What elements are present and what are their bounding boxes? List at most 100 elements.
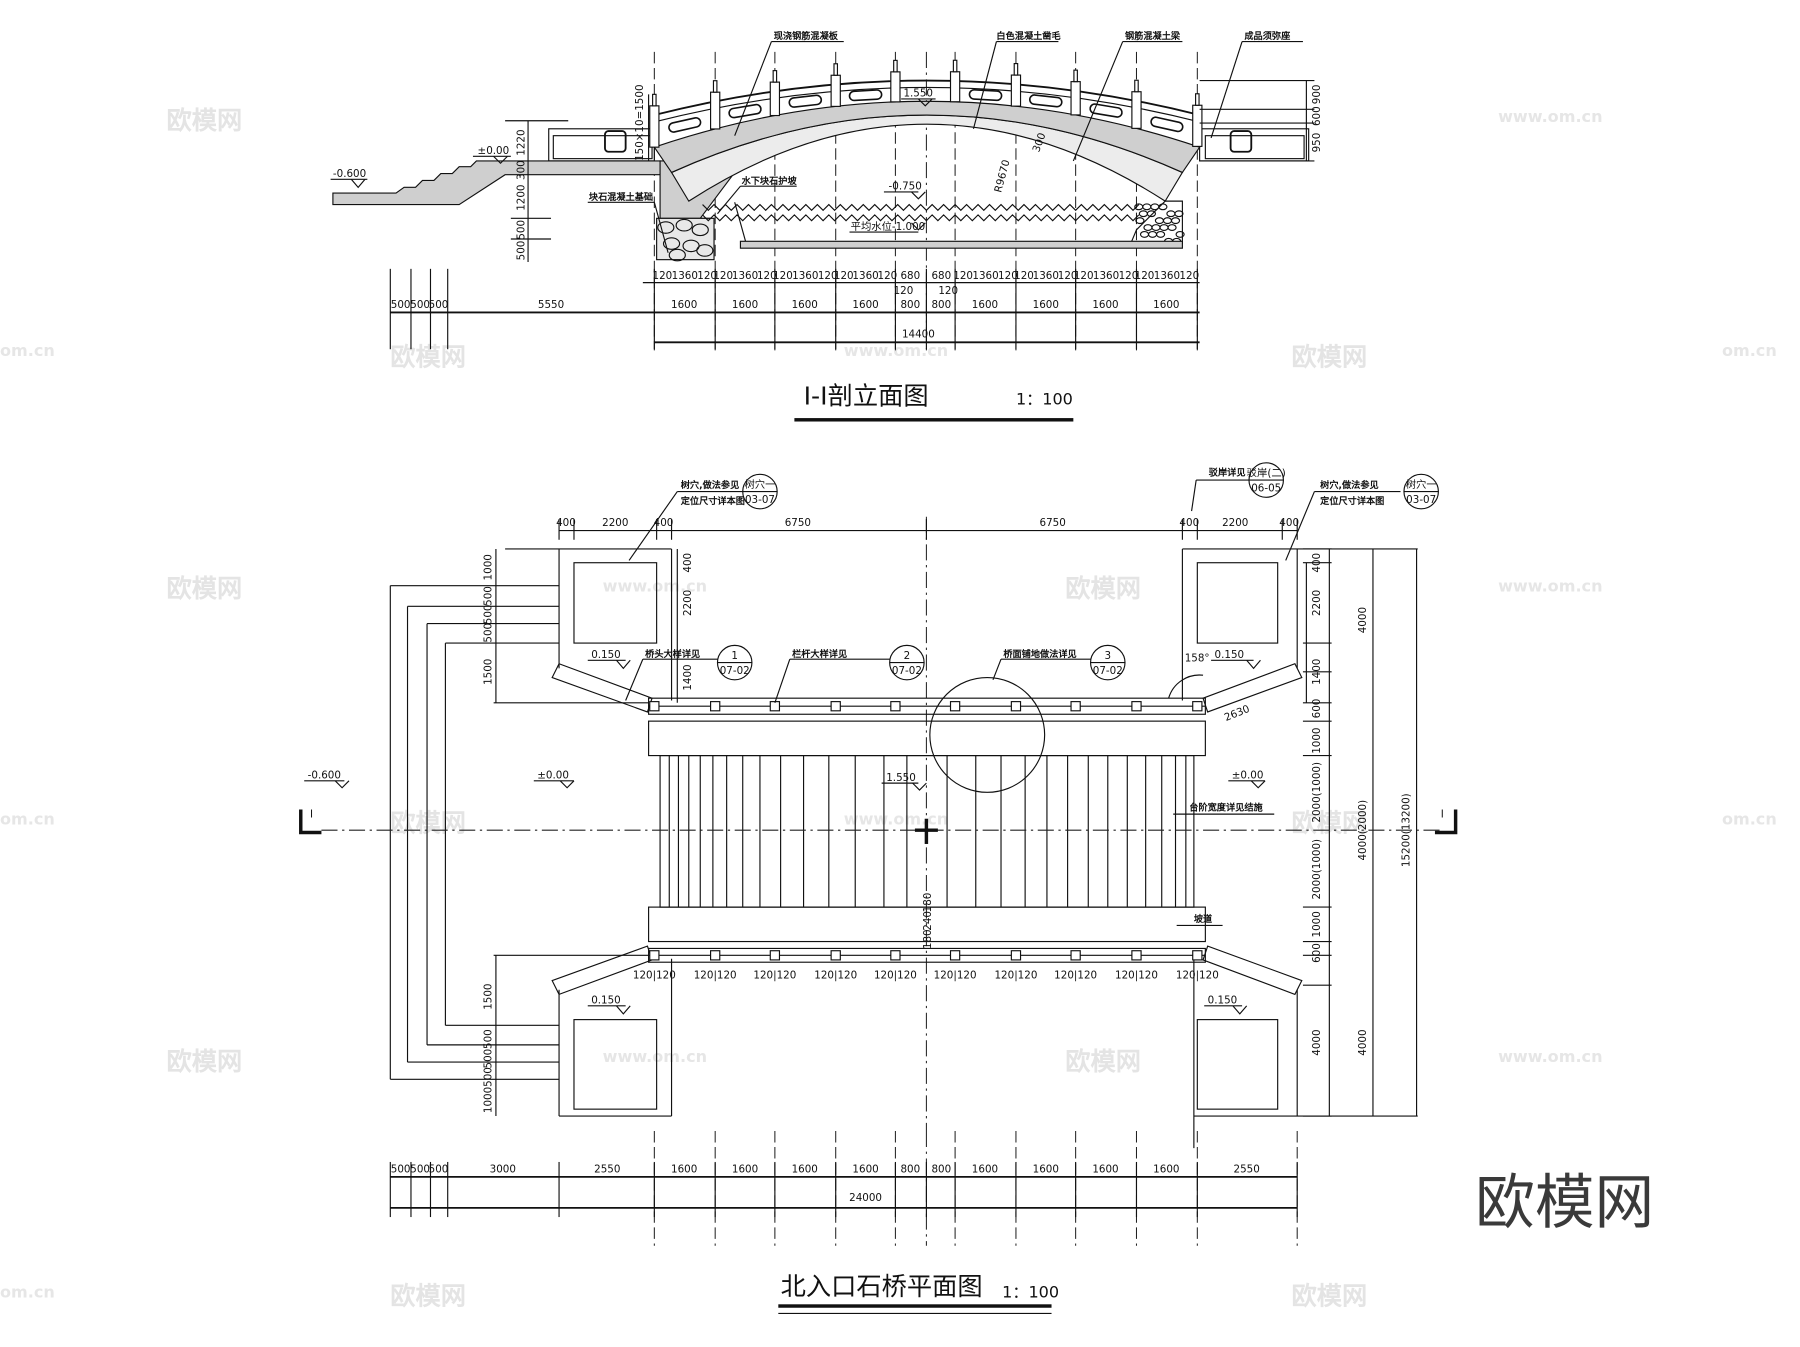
dimension-label: 120: [773, 270, 793, 282]
level-planter: 0.150: [591, 649, 621, 661]
railing-post: [890, 71, 901, 103]
railing-panel: [728, 103, 762, 119]
level-zero-left: ±0.00: [537, 770, 569, 782]
callout-rubble-foundation: 块石混凝土基础: [589, 191, 653, 203]
dimension-label: 1600: [972, 299, 998, 311]
dimension-label: 120|120: [694, 969, 737, 981]
wing-wall: [1202, 663, 1303, 713]
dimension-label: 1600: [1092, 1163, 1118, 1175]
dimension-label: 400: [1179, 517, 1199, 529]
watermark: om.cn: [0, 341, 55, 360]
post-finial: [652, 93, 657, 107]
railing-post: [649, 701, 660, 712]
dimension-label: 500: [482, 605, 494, 625]
railing-cap: [654, 86, 1200, 123]
dimension-label: 07-02: [720, 665, 750, 677]
callout-bridgehead: 桥头大样详见: [645, 648, 700, 660]
railing-post: [769, 81, 781, 117]
dimension-label: 300: [516, 160, 528, 180]
watermark: 欧模网: [390, 1281, 466, 1310]
dimension-label: 06-05: [1251, 483, 1281, 495]
level-planter: 0.150: [1208, 995, 1238, 1007]
dimension-label: 120|120: [633, 969, 676, 981]
dimension-label: 120: [953, 270, 973, 282]
dimension-label: 2550: [1234, 1163, 1260, 1175]
steps-dim: 150×10=1500: [634, 84, 646, 160]
dimension-label: 树穴一: [1406, 478, 1437, 491]
level-planter: 0.150: [591, 995, 621, 1007]
dimension-label: 1360: [672, 270, 698, 282]
dimension-label: 1600: [1033, 1163, 1059, 1175]
post-finial: [833, 63, 839, 76]
railing-post: [1131, 91, 1142, 129]
dimension-label: 600: [1311, 699, 1323, 719]
dimension-label: 120: [998, 270, 1018, 282]
dimension-label: 500: [429, 299, 449, 311]
planter-top-right: [1181, 548, 1298, 701]
railing-post: [1070, 81, 1081, 116]
dimension-label: 2: [904, 650, 911, 662]
callout-rc-beam: 钢筋混凝土梁: [1125, 30, 1181, 42]
dimension-label: 07-02: [1093, 665, 1123, 677]
dimension-label: 500: [429, 1163, 449, 1175]
watermark: www.om.cn: [844, 341, 948, 360]
railing-post: [890, 950, 901, 961]
dimension-label: 1600: [1033, 299, 1059, 311]
level-left-ground: -0.600: [333, 168, 366, 180]
left-base-block: [604, 130, 627, 153]
railing-post: [1010, 74, 1022, 107]
dimension-label: 2200: [1311, 590, 1323, 616]
railing-posts: [649, 59, 1203, 148]
callout-step-width: 台阶宽度详见结施: [1189, 802, 1263, 814]
angle-arc: [1168, 674, 1204, 699]
dimension-label: 120|120: [1176, 969, 1219, 981]
dimension-label: 2200: [602, 517, 628, 529]
dimension-ticks: [389, 519, 1298, 1218]
dimension-label: 120|120: [934, 969, 977, 981]
planter-top-left: [558, 548, 673, 701]
railing-panel: [1028, 94, 1063, 108]
watermark: 欧模网: [390, 342, 466, 371]
dimension-label: 400: [654, 517, 674, 529]
dimension-label: 5550: [538, 299, 564, 311]
dimension-label: 4000: [1311, 1029, 1323, 1055]
dimension-label: 2000(1000): [1311, 762, 1323, 823]
dimension-label: 400: [1311, 553, 1323, 573]
callout-tree-pit-location: 定位尺寸详本图: [1320, 495, 1384, 507]
dimension-label: 120: [818, 270, 838, 282]
dimension-label: 4000: [1357, 1029, 1369, 1055]
dimension-label: 120: [1119, 270, 1139, 282]
railing-panel: [668, 117, 702, 133]
railing-post: [890, 701, 901, 712]
railing-post: [1192, 950, 1203, 961]
planter-bottom-left: [558, 958, 673, 1117]
level-zero-right: ±0.00: [1232, 770, 1264, 782]
dimension-label: 120: [1135, 270, 1155, 282]
dimension-label: 1000: [1311, 728, 1323, 754]
railing-post: [1010, 950, 1022, 961]
railing-post: [1192, 701, 1203, 712]
railing-post: [830, 74, 841, 107]
dimension-label: 120: [1014, 270, 1034, 282]
stone: [1175, 230, 1185, 238]
wing-wall: [551, 663, 653, 713]
section-scale: 1：100: [1016, 389, 1073, 408]
plan-callouts: 树穴,做法参见 定位尺寸详本图 驳岸详见 树穴,做法参见 定位尺寸详本图 桥头大…: [625, 466, 1401, 927]
watermark: www.om.cn: [1498, 1047, 1602, 1066]
railing-post: [1131, 701, 1142, 712]
railing-post: [710, 701, 721, 712]
wing-wall: [1202, 945, 1303, 996]
watermark: www.om.cn: [603, 576, 707, 595]
watermark: om.cn: [0, 809, 55, 828]
dimension-label: 1360: [972, 270, 998, 282]
section-title: Ⅰ-Ⅰ剖立面图: [804, 381, 929, 410]
watermark: 欧模网: [166, 574, 242, 603]
dimension-label: 120|120: [1115, 969, 1158, 981]
stone: [1135, 217, 1145, 225]
callout-underwater-revetment: 水下块石护坡: [742, 175, 798, 187]
stone: [657, 221, 675, 234]
dimension-label: 400: [682, 553, 694, 573]
watermark: 欧模网: [1065, 574, 1141, 603]
dimension-label: 1500: [482, 984, 494, 1010]
